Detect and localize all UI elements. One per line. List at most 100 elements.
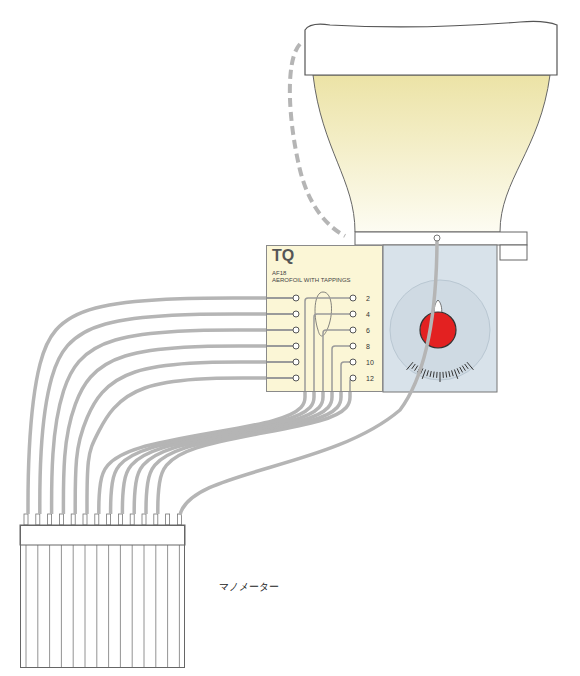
tapping-tube xyxy=(266,329,293,331)
manometer-nozzle xyxy=(83,514,87,525)
scale-tick xyxy=(436,372,437,378)
flange xyxy=(355,232,527,245)
pressure-tube xyxy=(122,392,323,514)
tapping-point xyxy=(350,375,356,381)
panel-ground xyxy=(266,245,383,392)
manometer-nozzle xyxy=(142,514,146,525)
tapping-point xyxy=(350,311,356,317)
tapping-tube xyxy=(266,297,293,299)
manometer-nozzle xyxy=(154,514,158,525)
tapping-tube xyxy=(332,346,350,392)
manometer-nozzle xyxy=(59,514,63,525)
tapping-number: 6 xyxy=(366,327,370,334)
aerofoil-panel: TQ AF18AEROFOIL WITH TAPPINGS xyxy=(266,245,383,392)
tapping-point xyxy=(293,295,299,301)
manometer-nozzle xyxy=(130,514,134,525)
tapping-number: 10 xyxy=(366,359,374,366)
tapping-tube xyxy=(266,377,293,379)
manometer-tube xyxy=(49,545,50,668)
scale-tick xyxy=(442,372,443,378)
tapping-point xyxy=(350,359,356,365)
rotation-knob xyxy=(420,312,456,348)
scale-tick xyxy=(467,362,473,370)
manometer-nozzle xyxy=(24,514,28,525)
tapping-tubes xyxy=(266,295,356,392)
pressure-tube xyxy=(158,392,350,514)
tapping-point xyxy=(293,327,299,333)
manometer-header xyxy=(20,525,185,545)
tunnel-outlet xyxy=(305,21,557,75)
scale-tick xyxy=(415,366,418,371)
pressure-tube xyxy=(111,392,314,514)
manometer-nozzle xyxy=(166,514,170,525)
scale-tick xyxy=(465,364,469,369)
scale-tick xyxy=(433,372,435,378)
scale-tick xyxy=(457,368,459,373)
manometer-tube xyxy=(85,545,86,668)
manometer-nozzle xyxy=(107,514,111,525)
mounting-box xyxy=(383,245,497,392)
manometer-tube xyxy=(73,545,74,668)
manometer-tube xyxy=(26,545,27,668)
manometer-tube xyxy=(155,545,156,668)
tapping-tube xyxy=(266,313,293,315)
tapping-tube xyxy=(314,314,350,392)
tapping-point xyxy=(293,311,299,317)
flange-step xyxy=(500,245,527,260)
manometer-tube xyxy=(144,545,145,668)
tapping-tube xyxy=(323,330,350,392)
manometer-tube xyxy=(108,545,109,668)
manometer-nozzle xyxy=(177,514,181,525)
manometer-nozzle xyxy=(71,514,75,525)
pressure-tube xyxy=(146,392,341,514)
manometer-ground xyxy=(20,525,185,668)
pressure-tube xyxy=(40,314,266,514)
manometer-label: マノメーター xyxy=(219,582,279,593)
tapping-point xyxy=(350,327,356,333)
manometer-nozzle xyxy=(36,514,40,525)
scale-tick xyxy=(430,371,431,377)
tapping-number: 2 xyxy=(366,295,370,302)
panel-title: AEROFOIL WITH TAPPINGS xyxy=(272,277,351,284)
manometer-nozzle xyxy=(48,514,52,525)
scale-tick xyxy=(445,372,447,378)
tapping-number: 8 xyxy=(366,343,370,350)
tapping-tube xyxy=(266,361,293,363)
manometer-tube xyxy=(37,545,38,668)
tapping-tube xyxy=(341,362,350,392)
turntable xyxy=(390,280,490,380)
tapping-point xyxy=(293,375,299,381)
tapping-tube xyxy=(305,298,350,392)
pitot-head xyxy=(434,235,440,241)
maker-logo: TQ xyxy=(272,247,294,265)
manometer-tube xyxy=(167,545,168,668)
pressure-tube xyxy=(99,392,305,514)
scale-tick xyxy=(452,370,454,376)
model-number: AF18 xyxy=(272,270,286,277)
scale-tick xyxy=(440,372,441,382)
tapping-point xyxy=(350,343,356,349)
tapping-point xyxy=(293,359,299,365)
manometer-tube xyxy=(96,545,97,668)
manometer: マノメーター xyxy=(20,525,185,668)
scale-tick xyxy=(462,366,465,371)
pressure-tube xyxy=(134,392,332,514)
manometer-nozzle xyxy=(118,514,122,525)
tapping-point xyxy=(293,343,299,349)
nozzle xyxy=(313,75,550,232)
scale-tick xyxy=(454,369,457,378)
tapping-point xyxy=(350,295,356,301)
scale-tick xyxy=(460,367,463,372)
tapping-tube xyxy=(266,345,293,347)
scale-tick xyxy=(427,370,429,376)
manometer-nozzle xyxy=(95,514,99,525)
scale-tick xyxy=(449,371,450,377)
scale-tick xyxy=(412,364,416,369)
pitot-tube xyxy=(180,237,437,515)
manometer-tube xyxy=(120,545,121,668)
manometer-tube xyxy=(61,545,62,668)
tapping-number: 12 xyxy=(366,375,374,382)
manometer-tube xyxy=(179,545,180,668)
